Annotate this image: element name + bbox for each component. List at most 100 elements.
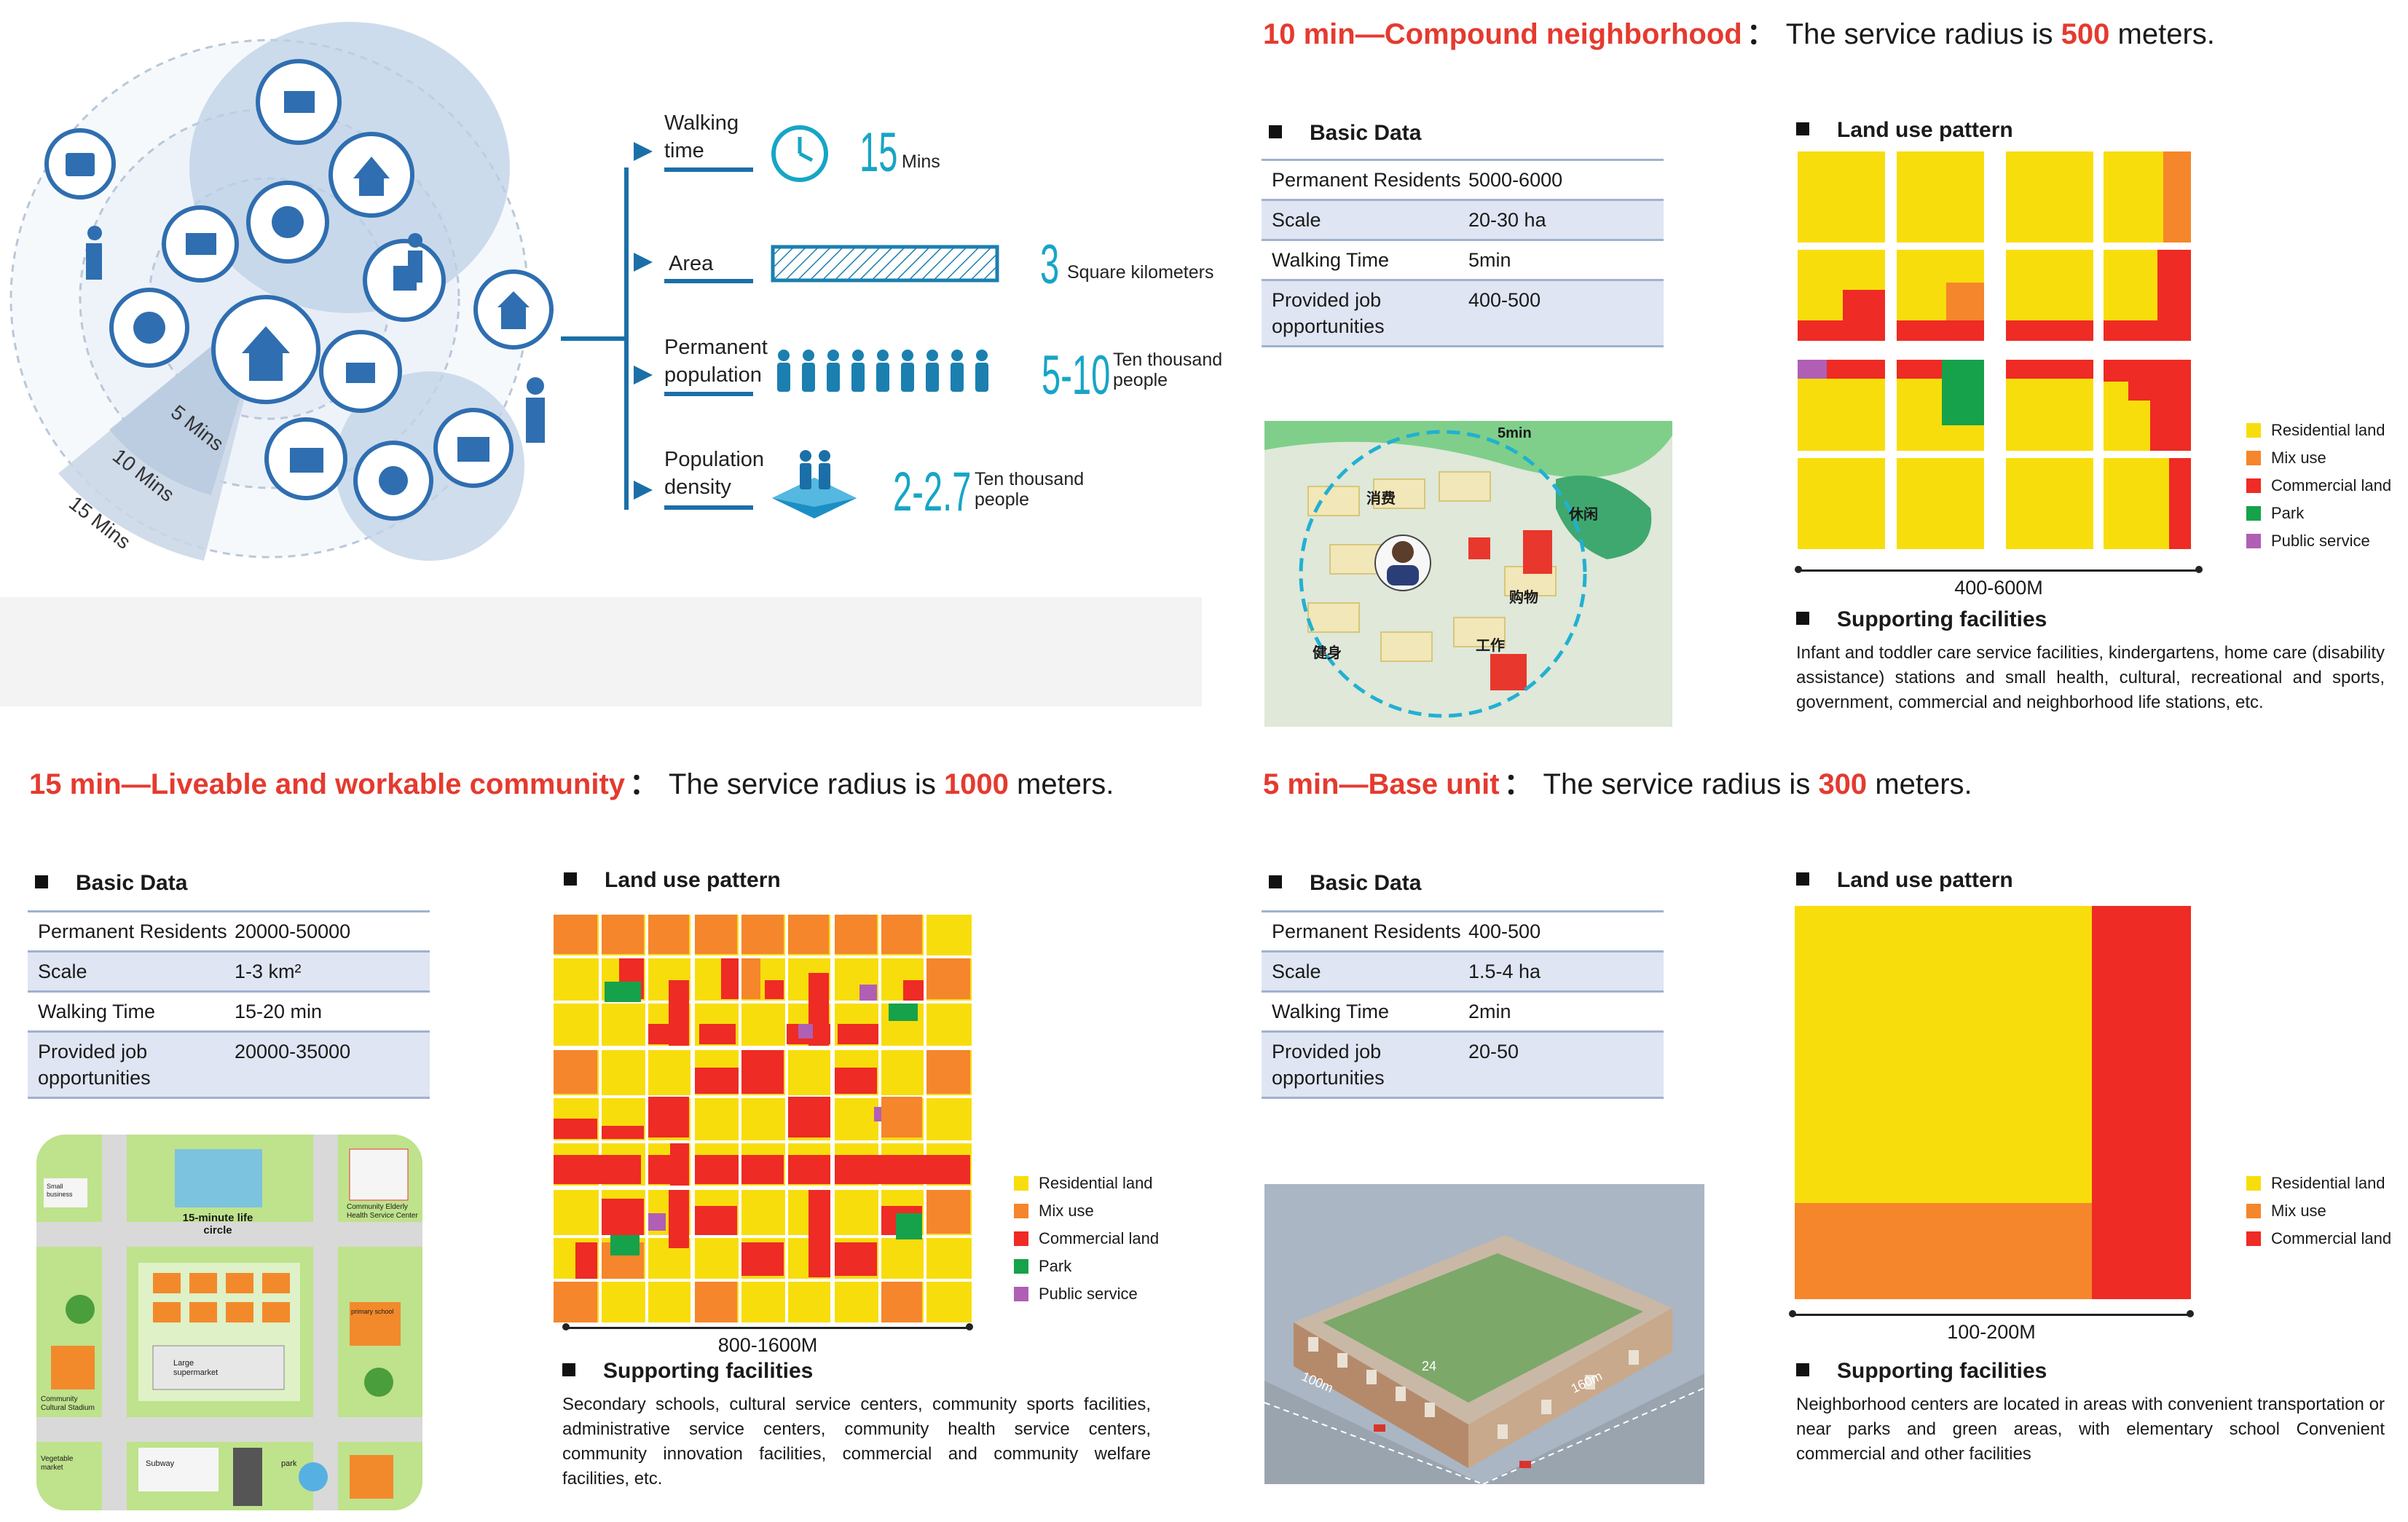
map-label: Community Elderly Health Service Center bbox=[347, 1203, 418, 1220]
swatch bbox=[2246, 423, 2261, 438]
legend-label: Residential land bbox=[2271, 1174, 2385, 1192]
legend-item: Residential land bbox=[2246, 1170, 2391, 1197]
row-value: 5000-6000 bbox=[1468, 169, 1563, 191]
map-label: 消费 bbox=[1366, 491, 1396, 507]
title-suffix: meters. bbox=[1017, 768, 1114, 800]
legend-10: Residential land Mix use Commercial land… bbox=[2246, 417, 2391, 555]
map-label: 24 bbox=[1422, 1359, 1437, 1373]
arrow-icon bbox=[634, 366, 653, 385]
legend-label: Mix use bbox=[1039, 1202, 1094, 1220]
swatch bbox=[1014, 1204, 1028, 1218]
support-header-5: Supporting facilities bbox=[1796, 1359, 2047, 1384]
area-bar-icon bbox=[771, 245, 999, 283]
legend-item: Residential land bbox=[1014, 1170, 1159, 1197]
underline bbox=[664, 279, 753, 283]
land-use-header-15: Land use pattern bbox=[564, 868, 781, 893]
title-10min: 10 min—Compound neighborhood：The service… bbox=[1263, 10, 2215, 52]
map-label: 工作 bbox=[1476, 638, 1505, 654]
map-label: Small business bbox=[47, 1183, 73, 1198]
metric-label: Permanent population bbox=[664, 336, 768, 387]
row-key: Permanent Residents bbox=[1272, 169, 1461, 191]
table-row: Walking Time 5min bbox=[1262, 241, 1664, 281]
metric-label: Area bbox=[669, 252, 714, 275]
map-label: 5min bbox=[1498, 425, 1532, 441]
legend-item: Public service bbox=[2246, 527, 2391, 555]
legend-15: Residential land Mix use Commercial land… bbox=[1014, 1170, 1159, 1308]
legend-item: Mix use bbox=[2246, 444, 2391, 472]
table-row: Permanent Residents 5000-6000 bbox=[1262, 161, 1664, 201]
metric-label: Walking time bbox=[664, 111, 739, 162]
swatch bbox=[1014, 1259, 1028, 1274]
row-key: Scale bbox=[38, 961, 87, 982]
bracket-connector bbox=[561, 167, 629, 510]
swatch bbox=[1014, 1176, 1028, 1191]
scale-bar-5: 100-200M bbox=[1789, 1310, 2194, 1350]
row-value: 5min bbox=[1468, 249, 1511, 271]
map-label: primary school bbox=[351, 1308, 394, 1315]
scale-bar-15: 800-1600M bbox=[562, 1323, 973, 1363]
title-radius: 1000 bbox=[943, 768, 1009, 800]
swatch bbox=[1014, 1231, 1028, 1246]
row-value: 400-500 bbox=[1468, 289, 1541, 311]
scale-label: 400-600M bbox=[1954, 577, 2043, 599]
metric-value: 5-10 bbox=[1042, 344, 1111, 406]
land-use-header-10: Land use pattern bbox=[1796, 118, 2013, 143]
title-separator: ： bbox=[629, 768, 659, 800]
legend-label: Commercial land bbox=[2271, 1229, 2392, 1247]
map-label: Large supermarket bbox=[173, 1359, 219, 1377]
map-label: park bbox=[281, 1459, 297, 1468]
row-key: Walking Time bbox=[1272, 249, 1390, 271]
title-15min: 15 min—Liveable and workable community：T… bbox=[29, 760, 1114, 803]
row-value: 20000-35000 bbox=[235, 1041, 351, 1062]
title-prefix: The service radius is bbox=[1543, 768, 1811, 800]
land-use-grid-10 bbox=[1798, 151, 2191, 549]
map-label: 15-minute life circle bbox=[182, 1212, 253, 1237]
title-radius: 500 bbox=[2061, 18, 2110, 50]
community-map-svg bbox=[36, 1135, 422, 1510]
title-5min: 5 min—Base unit：The service radius is 30… bbox=[1263, 760, 1972, 803]
legend-label: Mix use bbox=[2271, 449, 2326, 467]
swatch bbox=[1014, 1287, 1028, 1301]
legend-label: Public service bbox=[2271, 532, 2370, 550]
arrow-icon bbox=[634, 142, 653, 161]
metric-value: 3 bbox=[1040, 234, 1060, 296]
arrow-icon bbox=[634, 253, 653, 272]
metric-unit: Square kilometers bbox=[1067, 262, 1214, 283]
metric-value: 2-2.7 bbox=[893, 461, 972, 523]
block-render-svg bbox=[1264, 1184, 1704, 1484]
clock-icon bbox=[771, 125, 828, 182]
title-radius: 300 bbox=[1818, 768, 1868, 800]
map-label: Community Cultural Stadium bbox=[41, 1395, 95, 1412]
metric-unit: Ten thousand people bbox=[975, 469, 1085, 510]
swatch bbox=[2246, 478, 2261, 493]
metric-unit: Ten thousand people bbox=[1113, 350, 1223, 390]
table-row: Provided job opportunities 20000-35000 bbox=[28, 1033, 430, 1099]
row-value: 1.5-4 ha bbox=[1468, 961, 1541, 982]
basic-data-header-15: Basic Data bbox=[35, 871, 187, 896]
map-label: Subway bbox=[146, 1459, 175, 1468]
legend-item: Mix use bbox=[1014, 1197, 1159, 1225]
row-value: 15-20 min bbox=[235, 1001, 323, 1022]
life-circle-diagram: 5 Mins 10 Mins 15 Mins bbox=[0, 22, 1202, 706]
neighborhood-map-svg bbox=[1264, 421, 1672, 727]
row-key: Scale bbox=[1272, 209, 1321, 231]
legend-5: Residential land Mix use Commercial land bbox=[2246, 1170, 2391, 1253]
title-red: 15 min—Liveable and workable community bbox=[29, 768, 626, 800]
support-text-15: Secondary schools, cultural service cent… bbox=[562, 1395, 1151, 1489]
row-key: Permanent Residents bbox=[1272, 920, 1461, 942]
basic-data-header-10: Basic Data bbox=[1269, 121, 1421, 146]
basic-data-header-5: Basic Data bbox=[1269, 871, 1421, 896]
neighborhood-map-10: 5min 消费 休闲 购物 工作 健身 bbox=[1264, 421, 1672, 727]
row-key: Provided job opportunities bbox=[38, 1041, 151, 1089]
row-value: 1-3 km² bbox=[235, 961, 302, 982]
legend-label: Commercial land bbox=[1039, 1229, 1160, 1247]
support-text-10: Infant and toddler care service faciliti… bbox=[1796, 643, 2385, 712]
